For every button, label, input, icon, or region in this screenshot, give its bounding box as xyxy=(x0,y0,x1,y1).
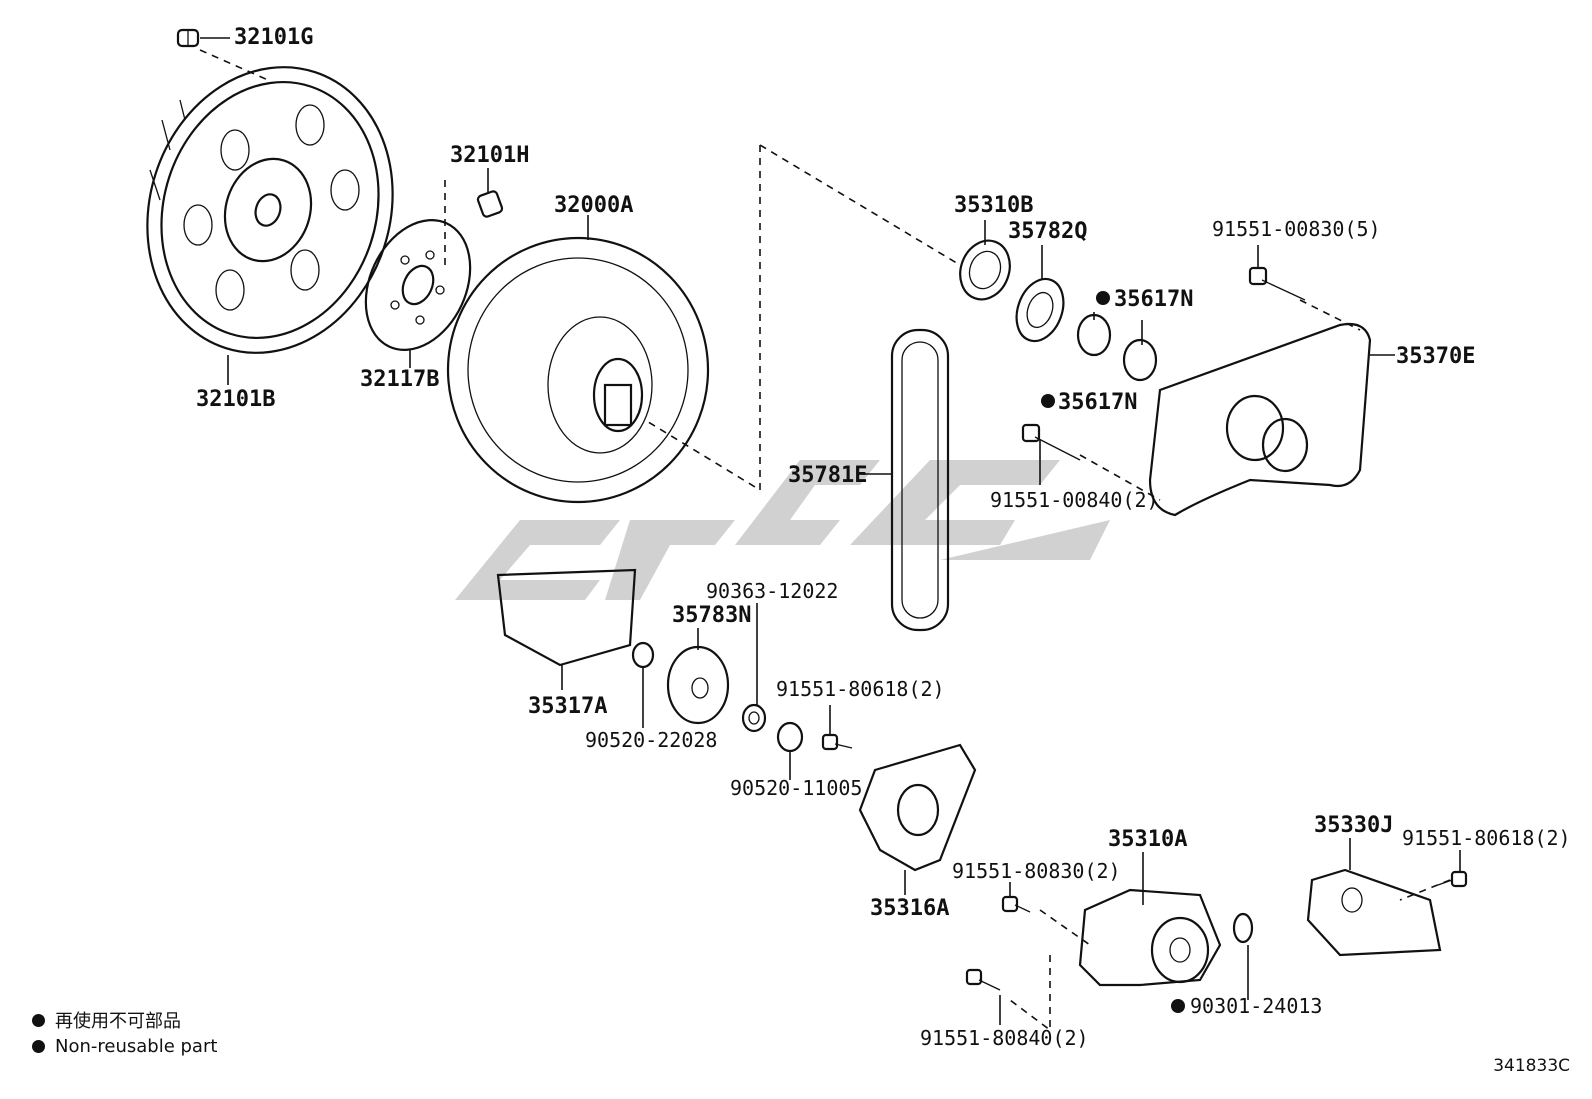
drive-chain-35781E[interactable] xyxy=(890,328,950,632)
label-35310B[interactable]: 35310B xyxy=(954,193,1033,218)
o-ring-90301-24013[interactable] xyxy=(1232,912,1254,944)
non-reusable-marker xyxy=(1096,291,1110,305)
oil-seal-35310B[interactable] xyxy=(952,234,1018,307)
label-32101B[interactable]: 32101B xyxy=(196,387,275,412)
label-90520-22028[interactable]: 90520-22028 xyxy=(585,728,717,752)
legend-row-jp: 再使用不可部品 xyxy=(32,1007,217,1033)
torque-converter-32000A[interactable] xyxy=(446,236,710,504)
leader-lines xyxy=(200,37,1461,1025)
label-90520-11005[interactable]: 90520-11005 xyxy=(730,776,862,800)
assembly-guide-lines xyxy=(199,49,1451,1032)
spacer-plate-32117B[interactable] xyxy=(346,203,490,367)
non-reusable-dot-icon xyxy=(32,1039,45,1053)
label-91551-80840[interactable]: 91551-80840(2) xyxy=(920,1026,1089,1050)
bolt-32101H[interactable] xyxy=(476,190,504,218)
label-90301-24013[interactable]: 90301-24013 xyxy=(1190,994,1322,1018)
snap-ring-90520-22028[interactable] xyxy=(631,641,655,669)
cover-35317A[interactable] xyxy=(496,568,637,667)
label-32101G[interactable]: 32101G xyxy=(234,25,313,50)
bracket-35370E[interactable] xyxy=(1148,322,1372,517)
legend-en-text: Non-reusable part xyxy=(55,1035,218,1057)
label-91551-80618-left[interactable]: 91551-80618(2) xyxy=(776,677,945,701)
non-reusable-marker xyxy=(1041,394,1055,408)
label-35310A[interactable]: 35310A xyxy=(1108,827,1187,852)
snap-ring-90520-11005[interactable] xyxy=(776,721,804,753)
label-90363-12022[interactable]: 90363-12022 xyxy=(706,579,838,603)
bolt-91551-80840[interactable] xyxy=(965,968,1001,991)
label-32000A[interactable]: 32000A xyxy=(554,193,633,218)
figure-reference: 341833C xyxy=(1493,1056,1570,1076)
bolt-91551-80830[interactable] xyxy=(1001,895,1031,913)
label-35316A[interactable]: 35316A xyxy=(870,896,949,921)
bearing-90363-12022[interactable] xyxy=(741,703,767,733)
legend: 再使用不可部品 Non-reusable part xyxy=(32,1007,217,1059)
part-labels: 32101G 32101B 32117B 32101H 32000A 35310… xyxy=(196,25,1571,1050)
legend-jp-text: 再使用不可部品 xyxy=(55,1011,181,1032)
label-32101H[interactable]: 32101H xyxy=(450,143,529,168)
label-35617N-upper[interactable]: 35617N xyxy=(1114,287,1193,312)
label-91551-00830[interactable]: 91551-00830(5) xyxy=(1212,217,1381,241)
label-91551-80830[interactable]: 91551-80830(2) xyxy=(952,859,1121,883)
label-91551-80618-right[interactable]: 91551-80618(2) xyxy=(1402,826,1571,850)
o-ring-35617N-upper[interactable] xyxy=(1076,313,1112,357)
label-35781E[interactable]: 35781E xyxy=(788,463,867,488)
label-32117B[interactable]: 32117B xyxy=(360,367,439,392)
strainer-35330J[interactable] xyxy=(1306,868,1442,957)
label-35783N[interactable]: 35783N xyxy=(672,603,751,628)
non-reusable-dot-icon xyxy=(32,1013,45,1027)
cover-35316A[interactable] xyxy=(858,743,977,872)
label-35370E[interactable]: 35370E xyxy=(1396,344,1475,369)
bolt-91551-80618-left[interactable] xyxy=(821,733,853,751)
legend-row-en: Non-reusable part xyxy=(32,1033,217,1059)
sprocket-35782Q[interactable] xyxy=(1008,272,1071,347)
bolt-91551-00830[interactable] xyxy=(1248,266,1306,301)
label-35330J[interactable]: 35330J xyxy=(1314,813,1393,838)
o-ring-35617N-lower[interactable] xyxy=(1122,338,1158,382)
bolt-32101G[interactable] xyxy=(176,28,200,48)
bolt-91551-00840[interactable] xyxy=(1021,423,1081,461)
label-35617N-lower[interactable]: 35617N xyxy=(1058,390,1137,415)
drive-plate-32101B[interactable] xyxy=(111,35,429,385)
label-91551-00840[interactable]: 91551-00840(2) xyxy=(990,488,1159,512)
non-reusable-marker xyxy=(1171,999,1185,1013)
bolt-91551-80618-right[interactable] xyxy=(1437,870,1468,888)
gear-35783N[interactable] xyxy=(666,645,730,725)
label-35317A[interactable]: 35317A xyxy=(528,694,607,719)
label-35782Q[interactable]: 35782Q xyxy=(1008,219,1087,244)
oil-pump-35310A[interactable] xyxy=(1078,888,1222,987)
